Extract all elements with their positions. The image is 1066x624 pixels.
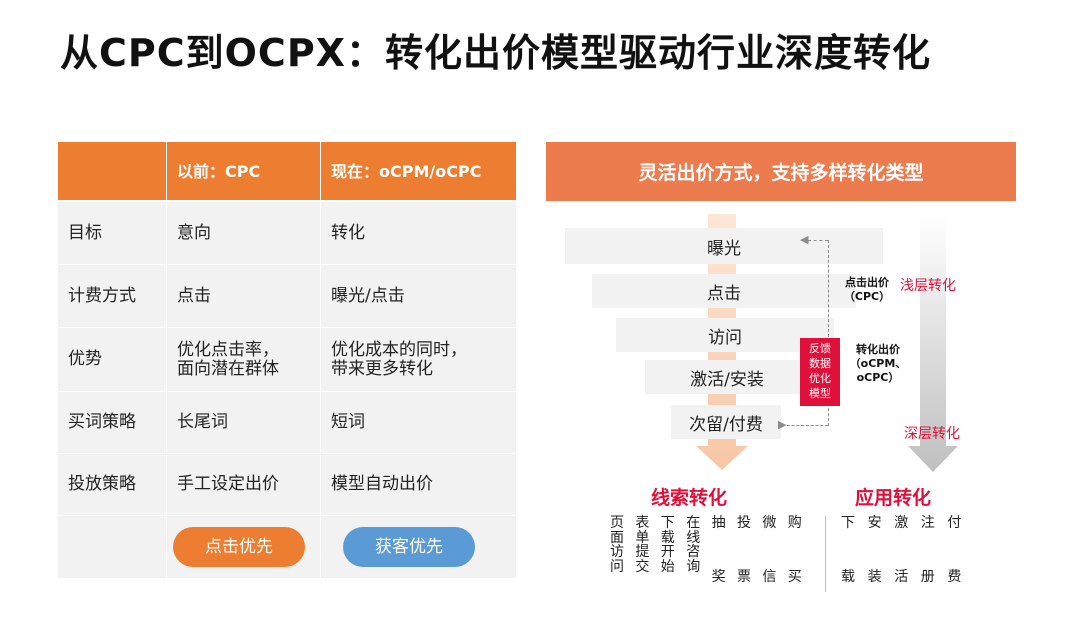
conversion-type-item: 付费 bbox=[947, 515, 962, 585]
table-row: 计费方式 点击 曝光/点击 bbox=[58, 265, 516, 328]
stage-activate: 激活/安装 bbox=[645, 360, 809, 394]
row-label: 买词策略 bbox=[68, 412, 136, 432]
stage-exposure: 曝光 bbox=[565, 228, 883, 264]
section-divider bbox=[825, 516, 826, 592]
conversion-type-item: 下 载 开 始 bbox=[660, 515, 675, 575]
row-label: 优势 bbox=[68, 349, 102, 369]
table-row: 目标 意向 转化 bbox=[58, 202, 516, 265]
conversion-type-item: 微信 bbox=[762, 515, 777, 585]
feedback-badge: 反馈 数据 优化 模型 bbox=[800, 338, 840, 406]
conversion-type-item: 注册 bbox=[920, 515, 935, 585]
table-row: 优势 优化点击率， 面向潜在群体 优化成本的同时， 带来更多转化 bbox=[58, 328, 516, 392]
diagram-banner: 灵活出价方式，支持多样转化类型 bbox=[546, 142, 1016, 201]
row-label: 计费方式 bbox=[68, 285, 136, 306]
cpc-bid-label: 点击出价 （CPC） bbox=[843, 276, 891, 303]
acquisition-first-button[interactable]: 获客优先 bbox=[343, 527, 475, 567]
click-first-button[interactable]: 点击优先 bbox=[173, 527, 305, 567]
conversion-type-item: 在 线 咨 询 bbox=[686, 515, 701, 575]
ocpx-cell: 模型自动出价 bbox=[320, 454, 516, 515]
deep-conversion-label: 深层转化 bbox=[904, 426, 960, 442]
arrow-left-icon: ◀ bbox=[800, 233, 809, 246]
conversion-type-item: 激活 bbox=[894, 515, 909, 585]
conversion-type-item: 抽奖 bbox=[711, 515, 726, 585]
page-title: 从CPC到OCPX：转化出价模型驱动行业深度转化 bbox=[60, 31, 931, 75]
header-cell-cpc: 以前：CPC bbox=[166, 142, 320, 200]
cpc-cell: 优化点击率， 面向潜在群体 bbox=[166, 328, 320, 391]
header-cell-ocpx: 现在：oCPM/oCPC bbox=[320, 142, 516, 200]
table-row: 投放策略 手工设定出价 模型自动出价 bbox=[58, 454, 516, 516]
conversion-type-item: 表 单 提 交 bbox=[635, 515, 650, 575]
arrow-right-icon: ▶ bbox=[778, 418, 787, 431]
conversion-type-item: 安装 bbox=[867, 515, 882, 585]
row-label: 投放策略 bbox=[68, 474, 136, 494]
ocpx-cell: 曝光/点击 bbox=[320, 265, 516, 327]
ocpx-cell: 短词 bbox=[320, 392, 516, 453]
stage-click: 点击 bbox=[592, 274, 856, 308]
conversion-type-item: 下载 bbox=[841, 515, 855, 585]
ocpx-bid-label: 转化出价 （oCPM、 oCPC） bbox=[849, 343, 907, 384]
ocpx-button-cell: 获客优先 bbox=[320, 516, 516, 578]
app-conversion-title: 应用转化 bbox=[855, 487, 932, 509]
conversion-type-item: 购买 bbox=[787, 515, 802, 585]
header-cell bbox=[58, 142, 166, 200]
dash-line-top bbox=[808, 240, 828, 241]
cpc-cell: 意向 bbox=[166, 202, 320, 264]
stage-retention: 次留/付费 bbox=[671, 405, 781, 439]
cpc-button-cell: 点击优先 bbox=[166, 516, 320, 578]
conversion-type-item: 页 面 访 问 bbox=[610, 515, 624, 575]
cpc-cell: 长尾词 bbox=[166, 392, 320, 453]
stage-visit: 访问 bbox=[616, 318, 834, 352]
table-header-row: 以前：CPC 现在：oCPM/oCPC bbox=[58, 142, 516, 202]
ocpx-cell: 优化成本的同时， 带来更多转化 bbox=[320, 328, 516, 391]
dash-line-right bbox=[828, 240, 829, 426]
shallow-conversion-label: 浅层转化 bbox=[900, 278, 956, 294]
lead-conversion-title: 线索转化 bbox=[651, 487, 728, 509]
row-label: 目标 bbox=[68, 222, 102, 243]
table-row-buttons: 点击优先 获客优先 bbox=[58, 516, 516, 578]
conversion-type-item: 投票 bbox=[737, 515, 751, 585]
cpc-cell: 点击 bbox=[166, 265, 320, 327]
table-row: 买词策略 长尾词 短词 bbox=[58, 392, 516, 454]
cpc-cell: 手工设定出价 bbox=[166, 454, 320, 515]
empty-cell bbox=[58, 516, 166, 578]
comparison-table: 以前：CPC 现在：oCPM/oCPC 目标 意向 转化 计费方式 点击 曝光/… bbox=[58, 142, 516, 578]
ocpx-cell: 转化 bbox=[320, 202, 516, 264]
dash-line-bottom bbox=[782, 425, 828, 426]
